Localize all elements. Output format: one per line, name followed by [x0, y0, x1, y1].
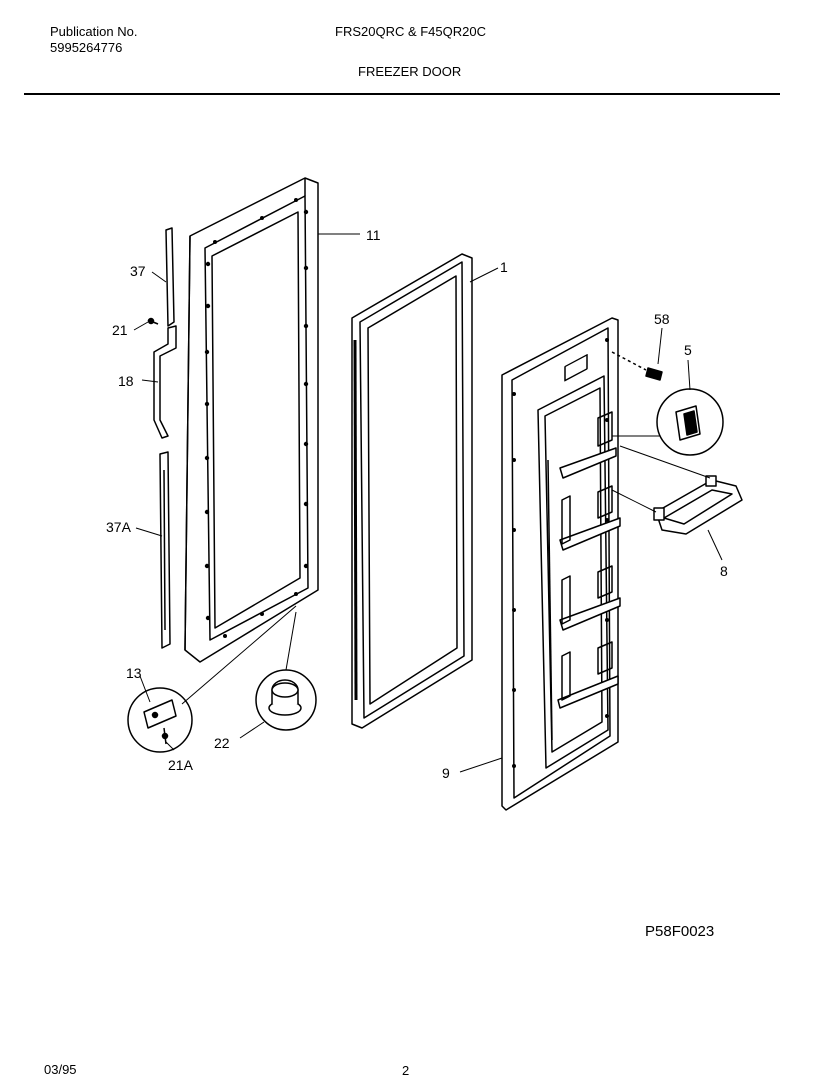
header-divider: [24, 93, 780, 95]
callout-5: 5: [684, 342, 692, 358]
shelf-rail-8: [653, 475, 743, 535]
callout-9: 9: [442, 765, 450, 781]
publication-number: 5995264776: [50, 40, 123, 55]
upper-hinge-strip-37: [165, 227, 175, 327]
callout-22: 22: [214, 735, 230, 751]
callout-1: 1: [500, 259, 508, 275]
screw-58: [611, 351, 663, 381]
model-numbers: FRS20QRC & F45QR20C: [335, 24, 486, 39]
inner-door-liner: [501, 317, 621, 811]
door-panel-gasket: [351, 253, 473, 729]
door-stop-detail-22: [255, 669, 317, 731]
callout-leaders: [133, 233, 723, 773]
callout-11: 11: [366, 227, 381, 243]
door-gasket-frame: [184, 177, 319, 663]
callout-37: 37: [130, 263, 146, 279]
hinge-bracket-detail-13: [127, 687, 193, 753]
footer-date: 03/95: [44, 1062, 77, 1077]
section-title: FREEZER DOOR: [358, 64, 462, 79]
callout-13: 13: [126, 665, 142, 681]
figure-code: P58F0023: [645, 923, 715, 940]
frame-screw-holes: [204, 198, 309, 638]
callout-37a: 37A: [106, 519, 132, 535]
screw-21: [147, 317, 159, 325]
callout-8: 8: [720, 563, 728, 579]
page-number: 2: [402, 1063, 410, 1078]
liner-screw-holes: [512, 338, 609, 768]
publication-label: Publication No.: [50, 24, 138, 39]
callout-58: 58: [654, 311, 670, 327]
callout-21: 21: [112, 322, 128, 338]
callout-18: 18: [118, 373, 134, 389]
lower-hinge-strip-37A: [159, 451, 171, 649]
clip-detail-5: [656, 388, 724, 456]
handle-18: [153, 325, 177, 439]
callout-21a: 21A: [168, 757, 194, 773]
